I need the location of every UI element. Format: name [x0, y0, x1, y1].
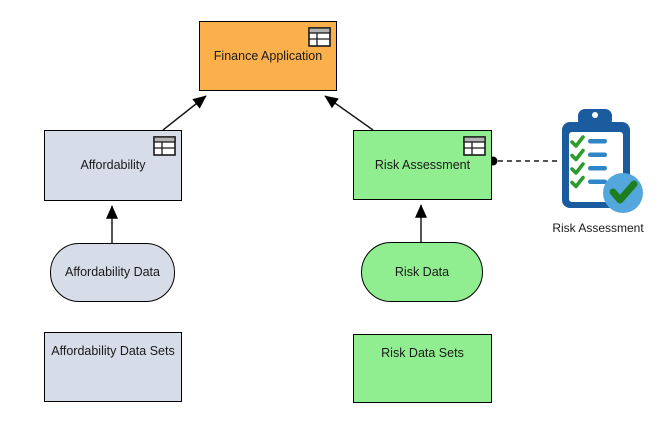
node-label: Affordability Data	[65, 265, 160, 280]
node-label: Risk Data Sets	[381, 346, 464, 360]
node-affordability[interactable]: Affordability	[44, 130, 182, 201]
node-affordability-data-sets[interactable]: Affordability Data Sets	[44, 332, 182, 402]
node-label: Affordability Data Sets	[51, 344, 175, 358]
node-risk-data-sets[interactable]: Risk Data Sets	[353, 334, 492, 403]
annotation-caption: Risk Assessment	[552, 221, 644, 235]
node-label: Risk Data	[394, 264, 450, 279]
node-label: Finance Application	[213, 48, 323, 63]
table-icon	[308, 27, 331, 47]
node-finance-application[interactable]: Finance Application	[199, 21, 337, 91]
clipboard-checklist-icon[interactable]	[557, 104, 649, 216]
connector-risk-to-annotation	[488, 156, 560, 166]
connector-risk-to-finance	[324, 95, 374, 131]
node-affordability-data[interactable]: Affordability Data	[50, 243, 175, 302]
connector-affordability-to-finance	[162, 95, 207, 131]
node-label: Risk Assessment	[374, 157, 471, 172]
node-label: Affordability	[80, 158, 146, 173]
table-icon	[463, 136, 486, 156]
node-risk-assessment[interactable]: Risk Assessment	[353, 130, 492, 200]
node-risk-data[interactable]: Risk Data	[361, 242, 483, 302]
table-icon	[153, 136, 176, 156]
